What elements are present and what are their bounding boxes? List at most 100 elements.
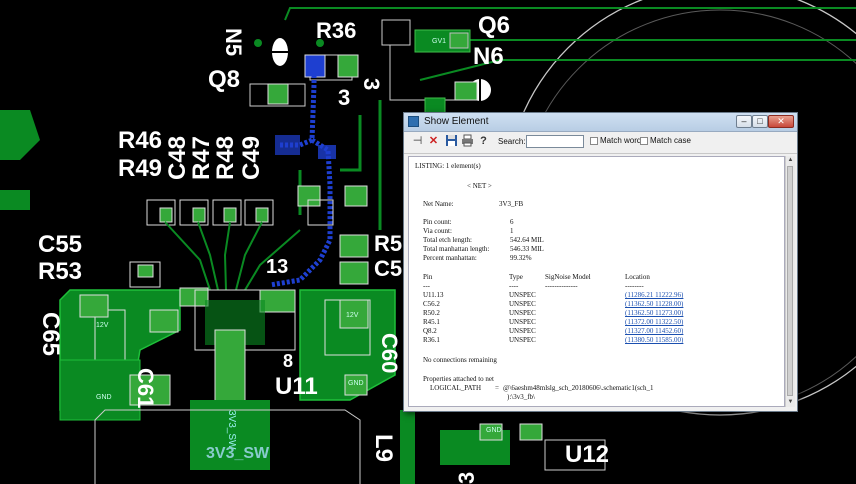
match-case-label: Match case: [650, 136, 691, 145]
net-label-gnd-a: GND: [96, 394, 112, 401]
pin-location-link[interactable]: (11327.00 11452.60): [625, 327, 684, 335]
stat-value: 99.32%: [510, 254, 532, 262]
section-net: < NET >: [467, 182, 492, 190]
help-icon[interactable]: ?: [480, 135, 487, 147]
minimize-button[interactable]: –: [736, 115, 752, 128]
pin-icon[interactable]: ⊣: [412, 135, 423, 147]
pin-type: UNSPEC: [509, 309, 536, 317]
ref-label-c60: C60: [377, 333, 402, 374]
logical-path-cont: ):\3v3_fb\: [507, 393, 535, 401]
net-label-12v-b: 12V: [346, 312, 359, 319]
maximize-button[interactable]: □: [752, 115, 768, 128]
listing-header: LISTING: 1 element(s): [415, 162, 481, 170]
ref-label-r48: R48: [212, 135, 239, 180]
print-icon[interactable]: [460, 134, 475, 149]
pin-name: U11.13: [423, 291, 444, 299]
save-icon[interactable]: [444, 134, 459, 149]
window-titlebar[interactable]: Show Element – □ ✕: [404, 113, 797, 132]
ref-label-r5: R5: [374, 231, 403, 256]
ref-label-r53: R53: [38, 258, 83, 285]
pin-name: R50.2: [423, 309, 440, 317]
ref-label-n5: N5: [221, 28, 246, 57]
pin-type: UNSPEC: [509, 291, 536, 299]
listing-content[interactable]: LISTING: 1 element(s) < NET > Net Name: …: [408, 156, 785, 407]
match-word-checkbox[interactable]: [590, 137, 598, 145]
vertical-scrollbar[interactable]: ▲ ▼: [785, 156, 795, 407]
scroll-down-icon[interactable]: ▼: [787, 399, 794, 405]
pin-location-link[interactable]: (11362.50 11228.00): [625, 300, 684, 308]
close-icon[interactable]: ✕: [428, 135, 439, 147]
logical-path-label: LOGICAL_PATH: [430, 384, 482, 392]
separator-pin: ---: [423, 282, 430, 290]
separator-model: --------------: [545, 282, 578, 290]
column-header-location: Location: [625, 273, 650, 281]
ref-label-u11: U11: [275, 373, 318, 400]
properties-header: Properties attached to net: [423, 375, 494, 383]
logical-path-eq: =: [495, 384, 499, 392]
close-button[interactable]: ✕: [768, 115, 794, 128]
pin-type: UNSPEC: [509, 318, 536, 326]
ref-label-r49: R49: [118, 155, 163, 182]
stat-label: Percent manhattan:: [423, 254, 477, 262]
window-toolbar: ⊣ ✕ ? Search: Match word Match case: [404, 131, 797, 154]
ref-label-c55: C55: [38, 231, 83, 258]
net-name-value: 3V3_FB: [499, 200, 524, 208]
ref-label-q6: Q6: [478, 12, 511, 39]
pin-label-13: 13: [266, 256, 289, 278]
column-header-pin: Pin: [423, 273, 433, 281]
match-case-checkbox[interactable]: [640, 137, 648, 145]
net-name-label: Net Name:: [423, 200, 454, 208]
ref-label-r47: R47: [188, 135, 215, 180]
stat-value: 546.33 MIL: [510, 245, 544, 253]
pin-name: R45.1: [423, 318, 440, 326]
pin-type: UNSPEC: [509, 336, 536, 344]
net-label-gv1: GV1: [432, 38, 447, 45]
ref-label-c65: C65: [37, 312, 64, 357]
ref-label-c49: C49: [238, 135, 265, 180]
ref-label-r46: R46: [118, 127, 163, 154]
net-label-3v3-sw-rot: 3V3_SW: [226, 410, 237, 450]
no-connections-text: No connections remaining: [423, 356, 497, 364]
separator-type: ----: [509, 282, 519, 290]
search-input[interactable]: [526, 135, 584, 148]
pin-name: C56.2: [423, 300, 440, 308]
pin-type: UNSPEC: [509, 327, 536, 335]
column-header-model: SigNoise Model: [545, 273, 591, 281]
match-word-label: Match word: [600, 136, 642, 145]
ref-label-u12: U12: [565, 441, 610, 468]
app-icon: [408, 116, 419, 127]
column-header-type: Type: [509, 273, 523, 281]
ref-label-c5: C5: [374, 256, 403, 281]
window-title: Show Element: [424, 116, 489, 127]
pin-location-link[interactable]: (11372.00 11322.50): [625, 318, 684, 326]
stat-value: 542.64 MIL: [510, 236, 544, 244]
ref-label-c48: C48: [164, 135, 191, 180]
stat-label: Total etch length:: [423, 236, 472, 244]
pin-location-link[interactable]: (11362.50 11273.00): [625, 309, 684, 317]
stat-label: Via count:: [423, 227, 452, 235]
ref-label-3-b: 3: [338, 85, 351, 110]
show-element-window[interactable]: Show Element – □ ✕ ⊣ ✕ ? Search: Match w…: [403, 112, 798, 412]
ref-label-3-a: 3: [359, 78, 384, 91]
stat-value: 6: [510, 218, 514, 226]
pin-name: R36.1: [423, 336, 440, 344]
pin-location-link[interactable]: (11286.21 11222.96): [625, 291, 684, 299]
pin-label-8: 8: [283, 351, 294, 371]
logical-path-value: @\6aeshm48mlslg_sch_20180606\.schematic1…: [503, 384, 654, 392]
ref-label-q8: Q8: [208, 66, 241, 93]
separator-location: --------: [625, 282, 644, 290]
scroll-up-icon[interactable]: ▲: [787, 157, 794, 163]
ref-label-3-c: 3: [454, 471, 479, 484]
ref-label-n6: N6: [473, 43, 504, 70]
net-label-12v-a: 12V: [96, 322, 109, 329]
search-label: Search:: [498, 137, 526, 146]
pin-name: Q8.2: [423, 327, 437, 335]
ref-label-r36: R36: [316, 18, 357, 43]
pin-type: UNSPEC: [509, 300, 536, 308]
net-label-gnd-b: GND: [348, 380, 364, 387]
scroll-thumb[interactable]: [787, 166, 793, 396]
net-label-gnd-c: GND: [486, 427, 502, 434]
pin-location-link[interactable]: (11380.50 11585.00): [625, 336, 684, 344]
ref-label-l9: L9: [370, 434, 397, 463]
